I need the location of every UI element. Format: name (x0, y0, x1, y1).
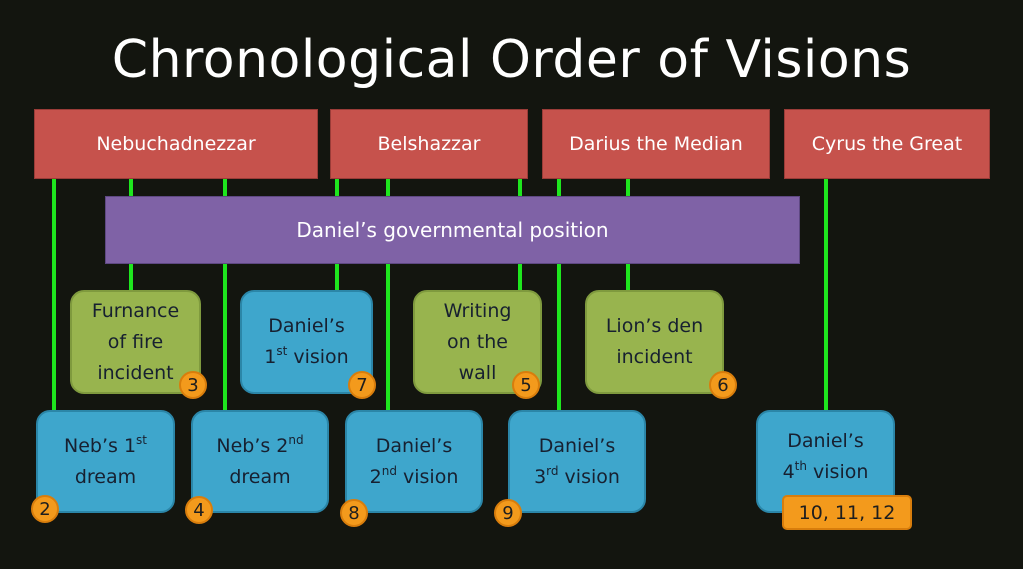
connector-line (824, 179, 828, 411)
king-darius: Darius the Median (542, 109, 770, 179)
order-badge: 9 (494, 499, 522, 527)
king-cyrus: Cyrus the Great (784, 109, 990, 179)
event-daniel-vision-3: Daniel’s 3rd vision (508, 410, 646, 513)
incident-line: incident (97, 361, 174, 384)
event-neb-dream-1: Neb’s 1st dream (36, 410, 175, 513)
order-badge: 5 (512, 371, 540, 399)
event-line: dream (74, 465, 137, 488)
order-badge: 4 (185, 496, 213, 524)
event-line: Daniel’s (375, 434, 453, 457)
government-position-bar: Daniel’s governmental position (105, 196, 800, 264)
order-badge: 8 (340, 499, 368, 527)
chapters-tag: 10, 11, 12 (782, 495, 912, 530)
ordinal-suffix: st (136, 432, 147, 447)
connector-line (223, 179, 227, 411)
event-line: vision (558, 465, 620, 488)
ordinal-suffix: th (794, 458, 807, 473)
incident-line: wall (458, 361, 497, 384)
incident-line: incident (616, 346, 693, 368)
incident-furnace: Furnance of fire incident (70, 290, 201, 394)
ordinal-suffix: nd (381, 463, 397, 478)
event-line: 2 (369, 465, 382, 488)
event-line: 3 (534, 465, 547, 488)
event-line: vision (396, 465, 459, 488)
page-title: Chronological Order of Visions (111, 30, 912, 90)
event-line: vision (806, 460, 869, 483)
ordinal-suffix: st (276, 344, 288, 358)
incident-lions-den: Lion’s den incident (585, 290, 724, 394)
event-line: Neb’s 2 (216, 434, 289, 457)
event-line: Daniel’s (538, 434, 616, 457)
order-badge: 2 (31, 495, 59, 523)
event-line: dream (229, 465, 291, 488)
incident-line: of fire (107, 330, 164, 353)
order-badge: 7 (348, 371, 376, 399)
order-badge: 6 (709, 371, 737, 399)
ordinal-suffix: rd (546, 463, 559, 478)
ordinal-suffix: nd (288, 432, 304, 447)
event-line: Daniel’s (787, 429, 864, 452)
incident-line: Lion’s den (605, 315, 704, 337)
king-belshazzar: Belshazzar (330, 109, 528, 179)
event-line: 1 (264, 346, 277, 368)
connector-line (557, 179, 561, 411)
event-line: vision (287, 346, 349, 368)
event-neb-dream-2: Neb’s 2nd dream (191, 410, 329, 513)
connector-line (386, 179, 390, 411)
incident-line: Furnance (91, 299, 180, 322)
event-line: Neb’s 1 (64, 434, 137, 457)
order-badge: 3 (179, 371, 207, 399)
connector-line (52, 179, 56, 411)
incident-line: Writing (443, 299, 512, 322)
event-line: Daniel’s (268, 315, 345, 337)
incident-line: on the (447, 330, 508, 353)
event-line: 4 (782, 460, 795, 483)
event-daniel-vision-1: Daniel’s 1st vision (240, 290, 373, 394)
event-daniel-vision-2: Daniel’s 2nd vision (345, 410, 483, 513)
king-nebuchadnezzar: Nebuchadnezzar (34, 109, 318, 179)
